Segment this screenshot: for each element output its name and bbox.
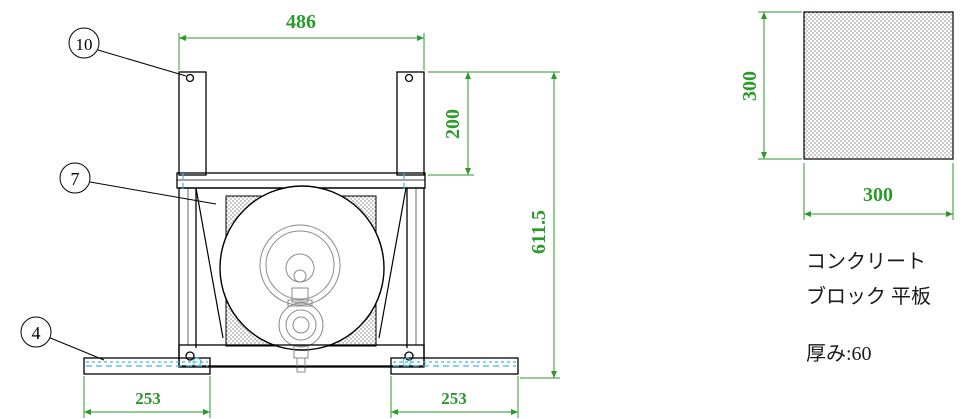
dim-foot-right: 253 [441, 389, 467, 408]
dim-width-top: 486 [286, 11, 316, 33]
dim-height-total: 611.5 [528, 210, 550, 254]
right-foot-plate [390, 357, 519, 375]
balloon-10 [68, 27, 100, 59]
note-line1: コンクリート [806, 250, 926, 273]
base-beam [178, 344, 425, 368]
anchor-bolts [192, 357, 412, 367]
note-thickness: 厚み:60 [806, 343, 872, 365]
left-upper-post [178, 71, 207, 176]
bolt-hole [404, 73, 414, 83]
balloon-10-text: 10 [76, 35, 93, 54]
regulator [259, 224, 341, 373]
dimension-lines [83, 11, 954, 418]
dim-height-upper: 200 [442, 109, 464, 139]
front-view [83, 71, 519, 375]
balloon-4-text: 4 [32, 323, 41, 343]
note-line2: ブロック 平板 [806, 284, 931, 308]
concrete-block [803, 11, 954, 160]
right-upper-post [396, 71, 425, 176]
left-foot-plate [83, 357, 211, 375]
balloon-4 [20, 316, 52, 348]
hidden-lines [86, 173, 516, 367]
balloon-7 [59, 162, 91, 194]
straps [195, 187, 407, 339]
dim-block-width: 300 [863, 184, 893, 206]
dim-block-height: 300 [739, 71, 761, 101]
balloon-7-text: 7 [71, 169, 80, 189]
balloons [20, 27, 217, 361]
dim-foot-left: 253 [135, 389, 161, 408]
gas-tank [219, 185, 385, 351]
bolt-hole [185, 73, 195, 83]
